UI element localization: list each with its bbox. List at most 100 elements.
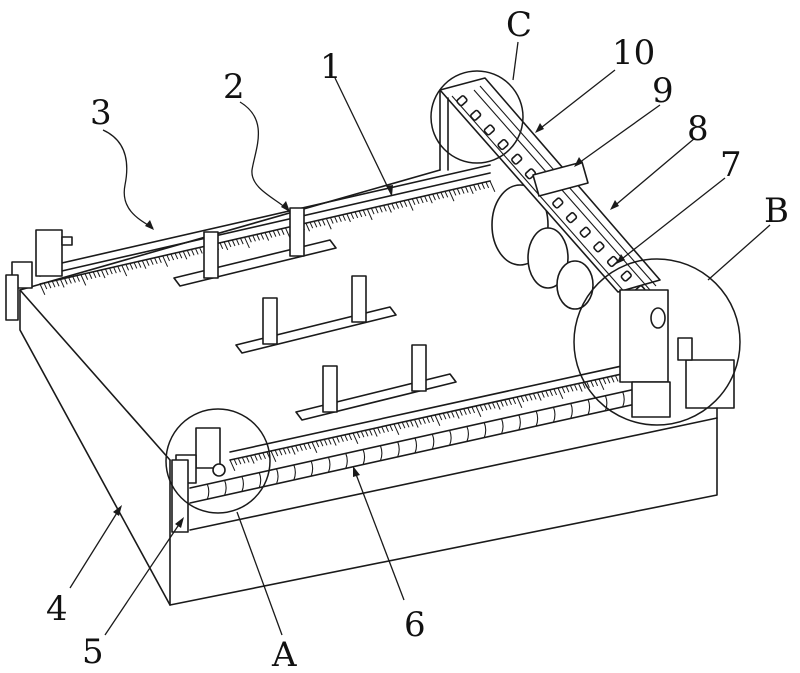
right-clamp [677,337,693,361]
callout-7: 7 [720,145,742,185]
front-ruler-edge [229,361,641,453]
ruler-tick [432,193,436,201]
leader-3 [102,129,154,229]
thread-segment [466,426,469,442]
carriage-block [532,161,589,197]
gantry-upright [619,289,669,383]
front-rail [189,361,646,504]
ruler-tick [377,427,381,434]
post [411,344,427,392]
thread-segment [293,464,296,481]
ruler-tick [422,417,426,424]
ruler-tick [76,275,80,282]
post [203,231,219,279]
table-front-top-edge [189,417,718,531]
thread-segment [345,453,348,469]
ruler-tick [145,259,150,266]
thread-segment [570,403,573,419]
ruler-tick [578,383,583,392]
thread-segment [604,395,608,411]
ruler-tick [282,448,287,455]
ruler-tick [389,424,394,432]
ruler-tick [430,415,435,423]
leader-8 [611,137,696,209]
thread-segment [397,441,400,458]
lead-screw-segment [497,138,509,151]
ruler-tick [411,198,416,205]
ruler-tick [327,438,332,445]
ruler-tick [549,389,553,397]
ruler-tick [508,398,512,406]
slot [295,373,457,421]
ruler-tick [397,422,402,430]
callout-2: 2 [223,67,245,107]
ruler-tick [385,425,389,433]
ruler-tick [360,430,365,438]
ruler-tick [59,279,65,288]
thread-segment [379,445,383,461]
upright-knob [650,307,666,329]
ruler-tick [241,457,246,464]
thread-segment [449,430,452,446]
ruler-tick [309,221,314,229]
ruler-tick [96,270,101,278]
ruler-tick [299,444,303,451]
ruler-tick [88,272,93,279]
ruler-tick [440,192,445,199]
ruler-tick [464,186,469,193]
ruler-tick [352,432,359,445]
thread-segment [241,476,244,492]
leader-10 [536,69,616,132]
wheel [556,260,594,310]
ruler-tick [610,376,615,383]
ruler-tick [178,251,183,259]
ruler-tick [258,453,262,460]
ruler-tick [442,412,447,420]
ruler-tick [227,240,232,248]
callout-9: 9 [652,71,674,111]
rod-nut-block [631,381,671,418]
ruler-tick [137,261,142,268]
ruler-tick [323,439,328,446]
detail-circle-A [165,408,271,514]
arrowhead-5 [175,517,184,528]
ruler-tick [315,440,320,448]
ruler-tick [64,278,68,285]
ruler-tick [170,253,175,261]
lead-screw-segment [483,124,496,136]
ruler-tick [233,458,238,466]
detail-label-C: C [506,5,532,45]
ruler-tick [317,220,322,227]
back-rail [39,164,496,296]
table-front-face [169,404,718,606]
ruler-tick [344,434,348,442]
ruler-tick [528,394,533,401]
leader-6 [353,468,405,601]
ruler-tick [47,281,52,289]
ruler-tick [459,409,463,416]
ruler-tick [436,192,440,200]
thread-segment [622,391,625,408]
ruler-tick [340,435,344,442]
callout-4: 4 [46,589,68,629]
clamp-block [195,427,221,469]
table-left-face [19,289,171,606]
ruler-tick [100,269,106,279]
slot [173,239,337,287]
ruler-tick [286,447,291,454]
table-top-left-edge [19,289,171,461]
ruler-tick [598,378,605,391]
ruler-tick [469,185,474,194]
rail-bar-top [39,164,491,269]
end-plate [5,274,19,321]
ruler-tick [370,207,375,215]
ruler-tick [475,405,482,418]
ruler-tick [426,416,430,424]
ruler-tick [516,396,523,409]
ruler-tick [524,394,529,402]
ruler-tick [573,384,578,391]
ruler-tick [545,390,549,397]
ruler-tick [479,404,484,412]
ruler-tick [274,449,279,457]
